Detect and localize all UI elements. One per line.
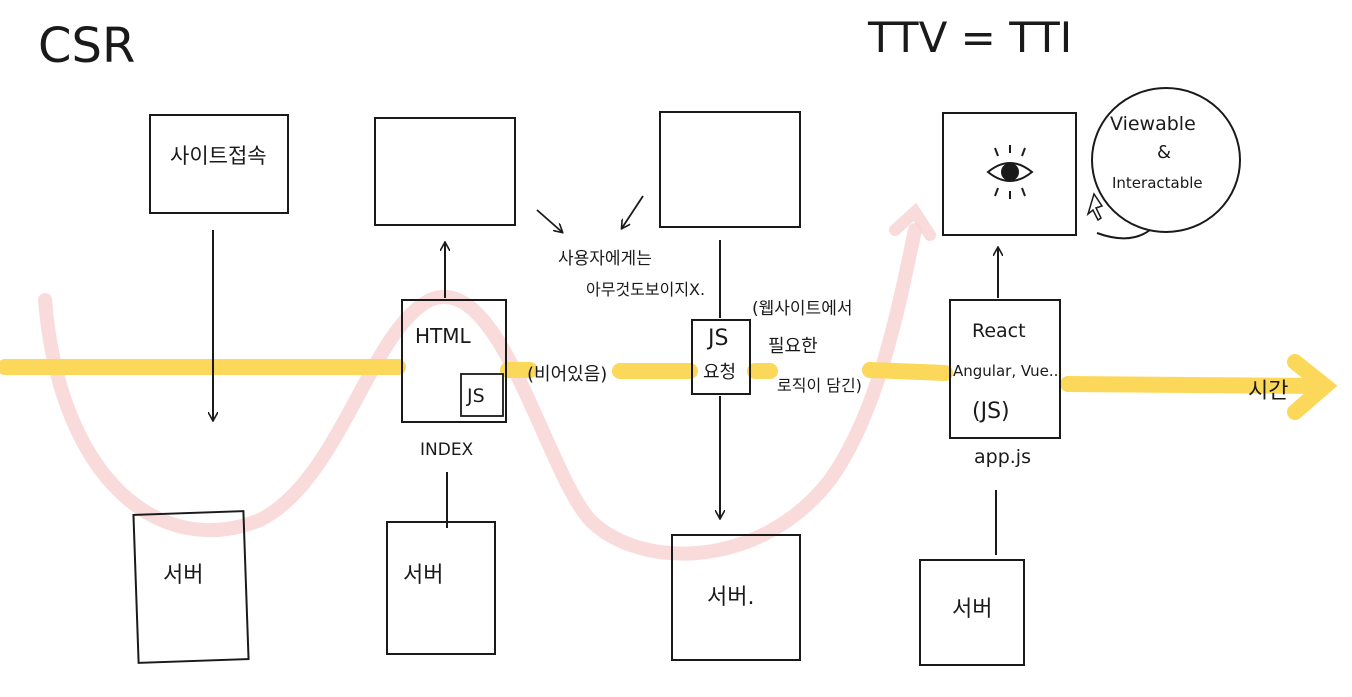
framework-label-1: React	[972, 320, 1026, 342]
html-file-box	[401, 299, 507, 423]
empty-screen-box-1	[374, 117, 516, 226]
bubble-text-2: &	[1157, 142, 1171, 163]
server-box-1	[132, 510, 250, 664]
diagram-title: CSR	[38, 18, 135, 74]
html-js-tag: JS	[466, 385, 485, 407]
user-sees-note-1: 사용자에게는	[558, 249, 652, 269]
server-box-4	[919, 559, 1025, 666]
bubble-text-1: Viewable	[1110, 113, 1196, 135]
server-box-3	[671, 534, 801, 661]
wave-arrowhead	[889, 202, 936, 241]
framework-box	[949, 299, 1061, 439]
js-logic-note-2: 필요한	[768, 336, 818, 357]
timeline	[0, 354, 1338, 420]
server-label-2: 서버	[403, 563, 443, 588]
html-empty-note: (비어있음)	[527, 364, 607, 385]
viewable-bubble	[1091, 87, 1241, 233]
site-visit-label: 사이트접속	[170, 144, 267, 168]
framework-label-2: Angular, Vue..	[953, 362, 1058, 380]
bubble-tail	[1096, 229, 1151, 240]
js-request-box	[691, 319, 751, 395]
server-label-3: 서버.	[707, 585, 754, 610]
js-request-label-2: 요청	[703, 362, 736, 383]
js-logic-note-3: 로직이 담긴)	[777, 376, 862, 395]
server-label-1: 서버	[163, 563, 203, 588]
html-index-caption: INDEX	[420, 440, 474, 460]
framework-label-3: (JS)	[972, 399, 1010, 424]
background-wave	[38, 223, 922, 561]
note-arrow-right	[622, 195, 644, 228]
eye-icon	[986, 145, 1034, 199]
html-file-label: HTML	[415, 324, 472, 348]
js-request-label-1: JS	[706, 326, 728, 351]
framework-app-caption: app.js	[974, 446, 1031, 468]
html-js-tag-box	[460, 373, 504, 417]
js-logic-note-1: (웹사이트에서	[752, 299, 852, 319]
cursor-icon	[1086, 192, 1104, 222]
time-axis-label: 시간	[1248, 379, 1288, 404]
rendered-screen-box	[942, 112, 1077, 236]
user-sees-note-2: 아무것도보이지X.	[586, 280, 705, 299]
empty-screen-box-2	[659, 111, 801, 228]
bubble-text-3: Interactable	[1112, 174, 1203, 192]
site-visit-box	[149, 114, 289, 214]
headline-ttv-tti: TTV = TTI	[867, 13, 1072, 62]
server-label-4: 서버	[952, 597, 992, 622]
server-box-2	[386, 521, 496, 655]
note-arrow-left	[536, 209, 562, 232]
